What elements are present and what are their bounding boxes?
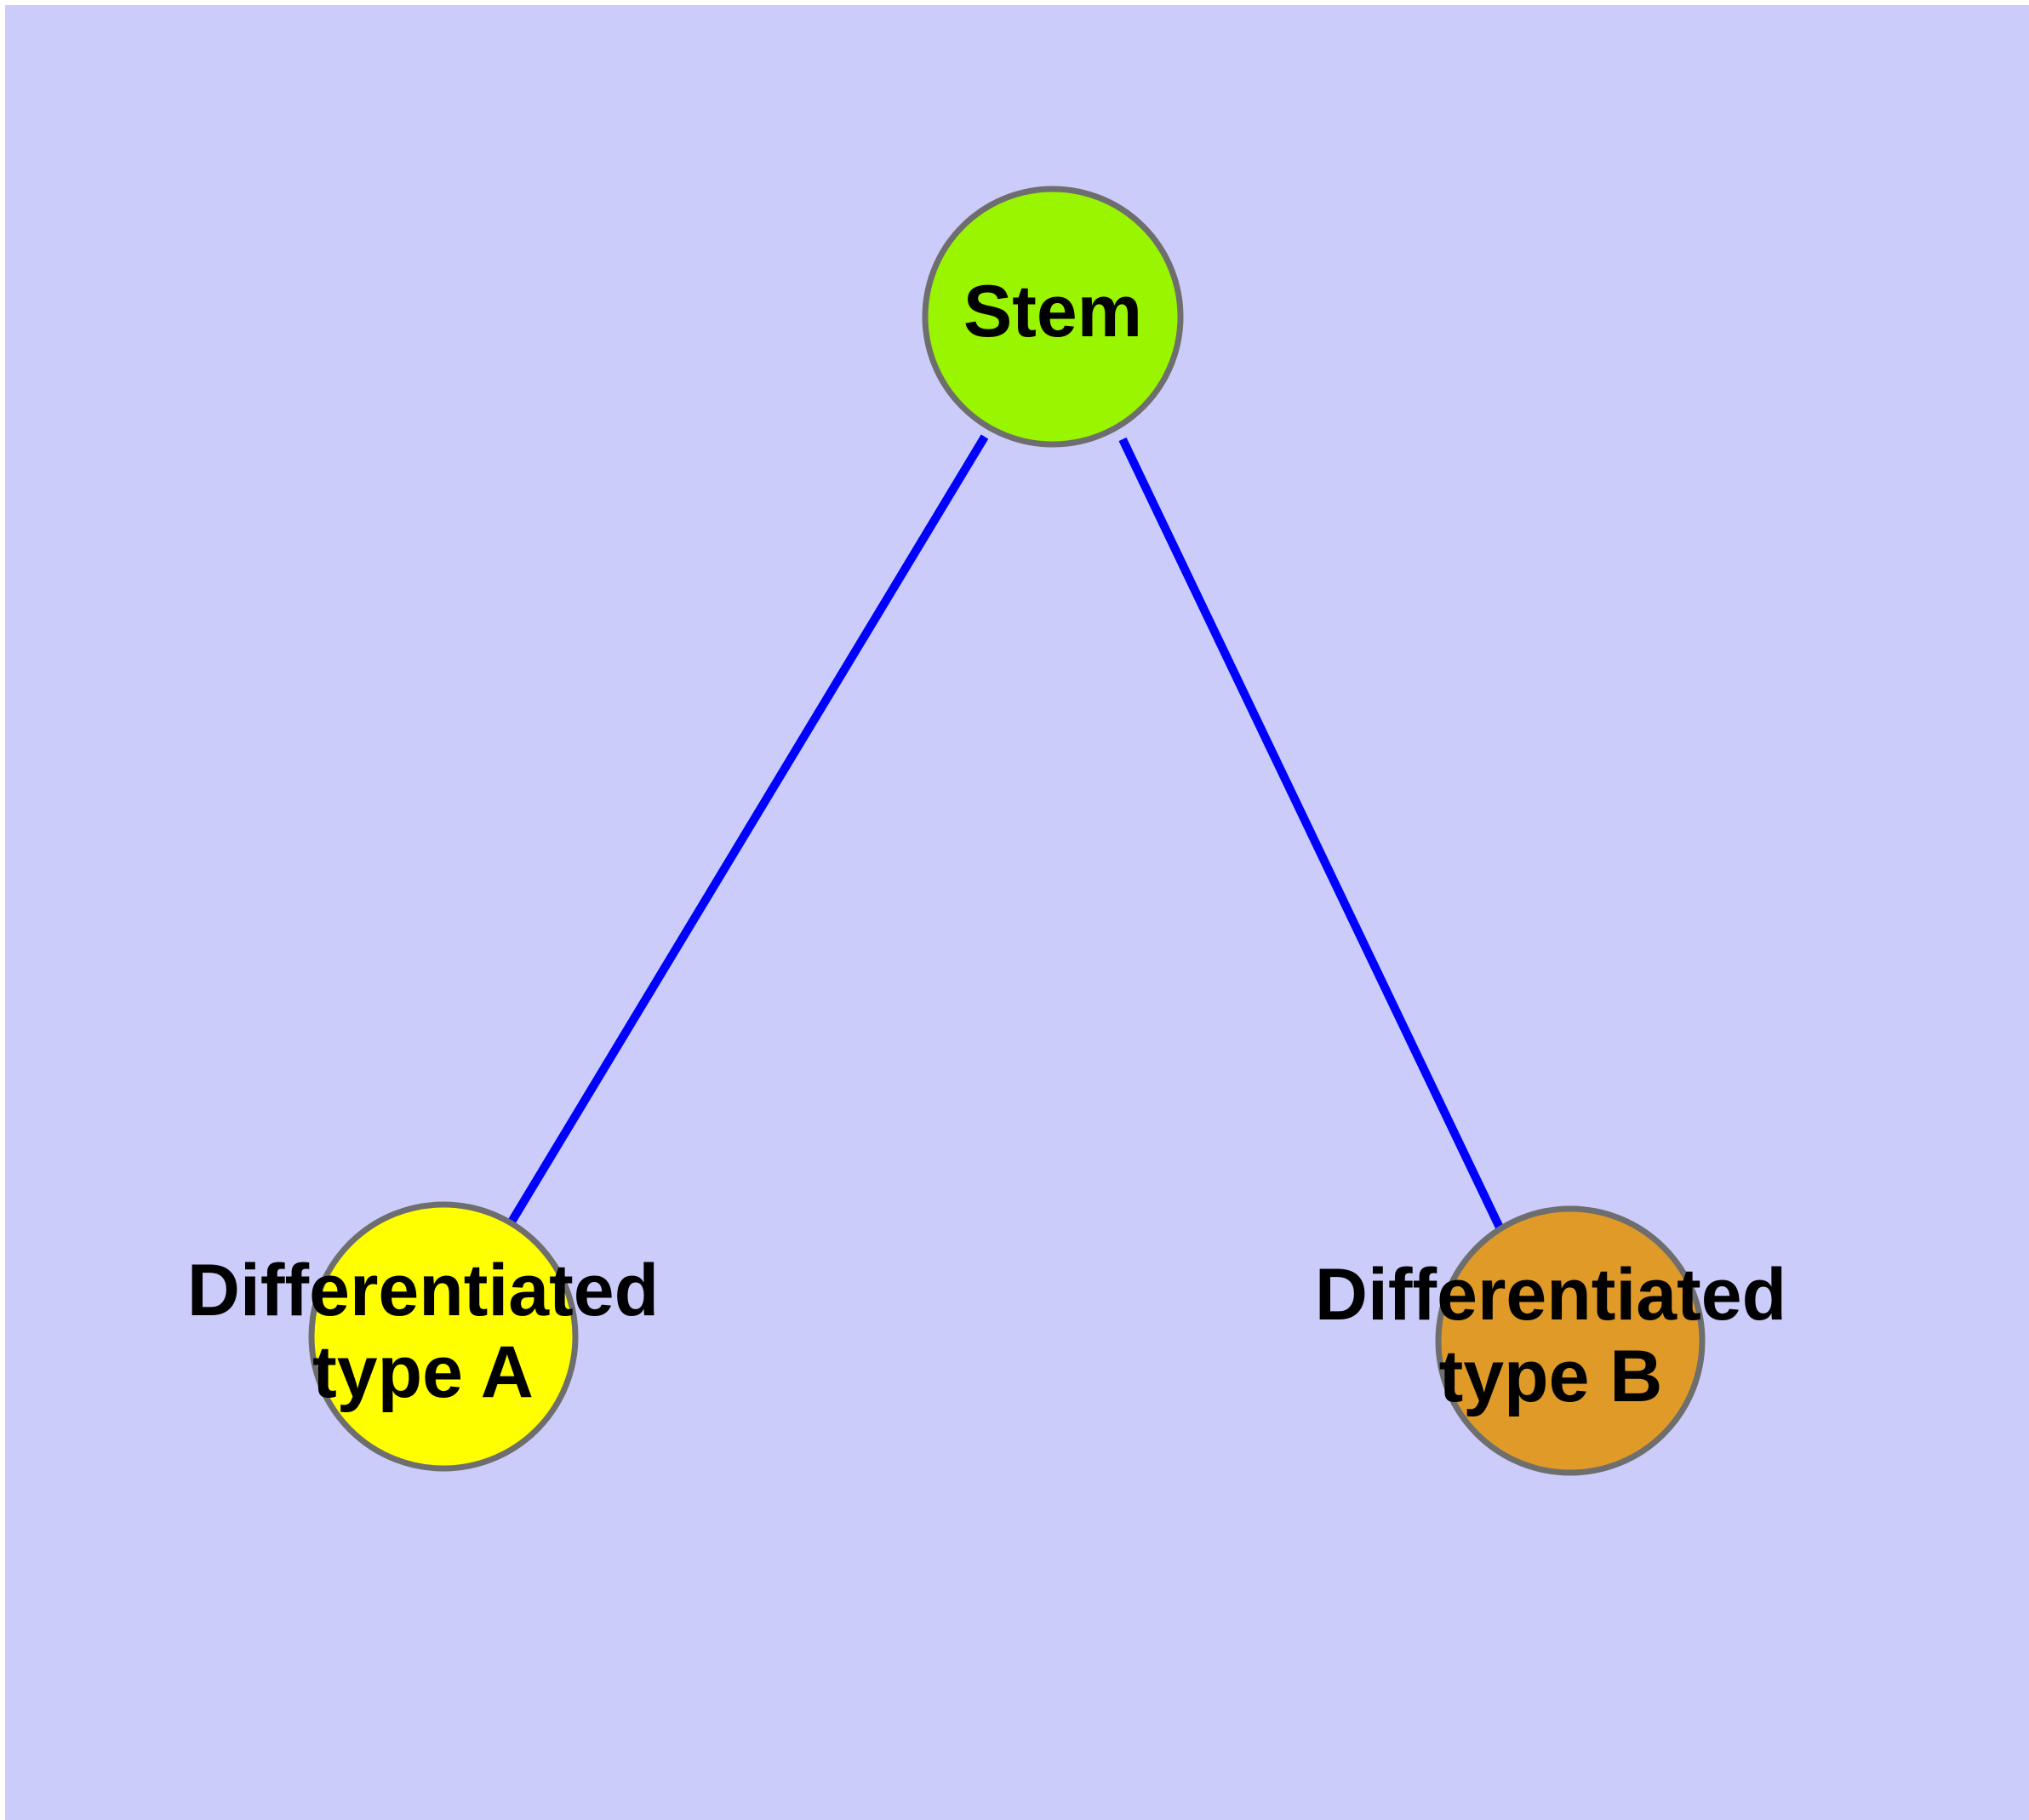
label-line: Differentiated — [187, 1250, 659, 1331]
edge-stem-to-differentiated-type-a[interactable] — [506, 434, 989, 1226]
edge-stem-to-differentiated-type-b[interactable] — [1118, 437, 1504, 1230]
node-stem-label: Stem — [963, 271, 1142, 352]
label-line: type A — [312, 1331, 534, 1413]
node-differentiated-type-b-circle[interactable] — [1435, 1205, 1706, 1476]
node-layer — [308, 186, 1706, 1476]
edge-layer — [506, 434, 1504, 1230]
label-line: Stem — [963, 271, 1142, 352]
label-line: type B — [1439, 1336, 1663, 1417]
label-line: Differentiated — [1315, 1254, 1786, 1336]
node-stem-circle[interactable] — [922, 186, 1184, 448]
node-differentiated-type-a-circle[interactable] — [308, 1201, 579, 1472]
